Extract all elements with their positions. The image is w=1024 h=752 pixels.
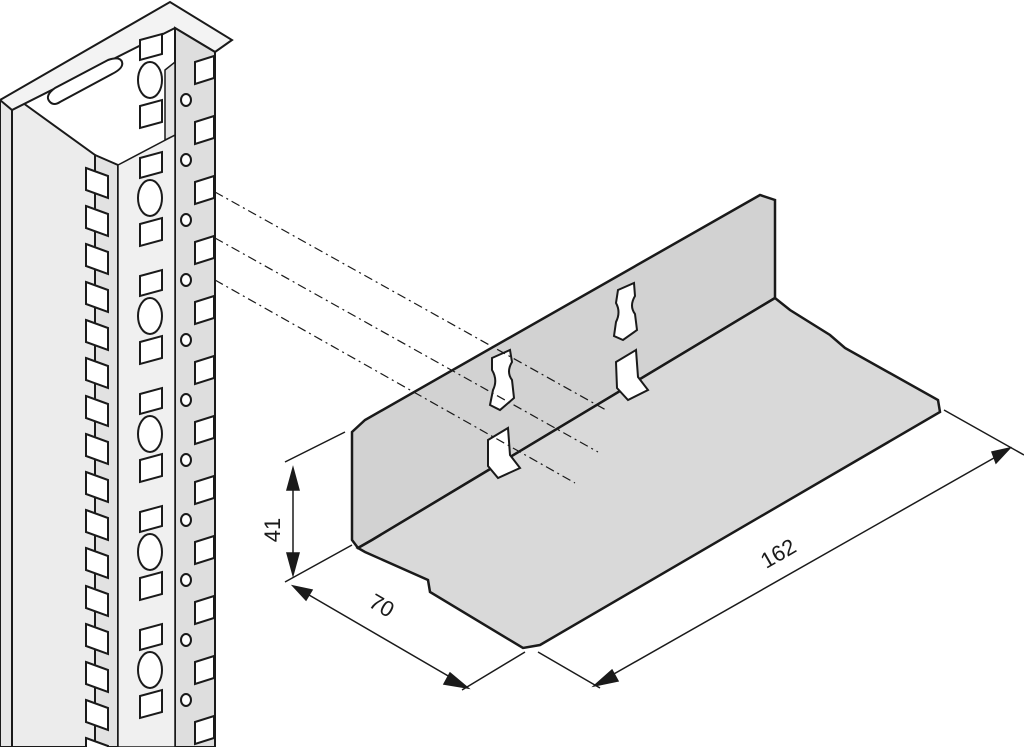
- rail-small-hole: [180, 93, 192, 107]
- rail-square-hole: [139, 570, 163, 602]
- rail-square-hole: [139, 386, 163, 416]
- rail-small-hole: [180, 213, 192, 227]
- rail-small-hole: [180, 393, 192, 407]
- rail-square-hole: [85, 204, 109, 238]
- rail-square-hole: [85, 584, 109, 618]
- height-extension-top: [284, 431, 346, 463]
- rail-round-hole: [137, 61, 163, 99]
- alignment-line-1: [214, 191, 607, 411]
- rail-round-hole: [137, 533, 163, 571]
- bracket-fold-line: [371, 297, 776, 541]
- height-extension-bottom: [284, 544, 353, 583]
- rail-square-hole: [194, 234, 215, 266]
- vertical-rail: [0, 0, 234, 752]
- notch-slot-lower-right: [614, 348, 650, 402]
- rail-hole-pattern: [85, 32, 215, 752]
- rail-square-hole: [194, 654, 215, 686]
- keyhole-slot-upper-left: [488, 348, 516, 412]
- rail-square-hole: [85, 660, 109, 694]
- rail-round-hole: [137, 179, 163, 217]
- rail-square-hole: [194, 174, 215, 206]
- depth-extension-right: [461, 651, 526, 691]
- height-arrow-top: [286, 465, 300, 491]
- length-arrow-left: [591, 668, 620, 688]
- rail-square-hole: [139, 268, 163, 298]
- rail-square-hole: [85, 318, 109, 352]
- rail-square-hole: [194, 414, 215, 446]
- alignment-line-3: [214, 279, 576, 484]
- length-dimension-line: [597, 449, 1009, 684]
- rail-small-hole: [180, 573, 192, 587]
- bracket-floor: [355, 296, 942, 650]
- rail-square-hole: [139, 504, 163, 534]
- rail-square-hole: [194, 714, 215, 746]
- rail-round-hole: [137, 651, 163, 689]
- length-arrow-right: [991, 446, 1013, 465]
- rail-square-hole: [85, 546, 109, 580]
- rail-round-hole: [137, 415, 163, 453]
- rail-small-hole: [180, 633, 192, 647]
- depth-arrow-left: [290, 584, 314, 602]
- rail-square-hole: [194, 354, 215, 386]
- rail-square-hole: [194, 594, 215, 626]
- rail-square-hole: [85, 242, 109, 276]
- rail-square-hole: [85, 622, 109, 656]
- rail-square-hole: [85, 356, 109, 390]
- rail-square-hole: [139, 216, 163, 248]
- rail-square-hole: [85, 470, 109, 504]
- height-arrow-bottom: [286, 552, 300, 578]
- rail-web-fold: [164, 60, 176, 142]
- depth-dimension-line: [296, 587, 463, 685]
- rail-square-hole: [139, 452, 163, 484]
- rail-square-hole: [85, 280, 109, 314]
- rail-square-hole: [139, 32, 163, 62]
- angle-bracket: [350, 193, 942, 650]
- rail-small-hole: [180, 453, 192, 467]
- rail-square-hole: [194, 114, 215, 146]
- rail-outer-face: [11, 93, 96, 748]
- dimension-annotations: [284, 409, 1024, 691]
- rail-square-hole: [194, 474, 215, 506]
- rail-elongated-slot: [46, 57, 124, 105]
- rail-square-hole: [139, 98, 163, 130]
- alignment-line-2: [214, 237, 599, 453]
- height-dimension-label: 41: [260, 518, 285, 542]
- length-extension-right: [943, 409, 1024, 456]
- alignment-lines: [214, 191, 607, 484]
- rail-square-hole: [139, 622, 163, 652]
- rail-small-hole: [180, 513, 192, 527]
- rail-square-hole: [85, 698, 109, 732]
- rail-square-hole: [139, 334, 163, 366]
- depth-dimension-label: 70: [365, 589, 399, 623]
- rail-small-hole: [180, 333, 192, 347]
- rail-square-hole: [139, 688, 163, 720]
- rail-square-hole: [85, 508, 109, 542]
- rail-square-hole: [194, 294, 215, 326]
- rail-square-hole: [194, 534, 215, 566]
- rail-small-hole: [180, 693, 192, 707]
- depth-arrow-right: [442, 671, 471, 690]
- length-extension-left: [537, 651, 601, 689]
- rail-square-hole: [85, 394, 109, 428]
- rail-square-hole: [85, 432, 109, 466]
- rail-square-hole: [139, 150, 163, 180]
- rail-round-hole: [137, 297, 163, 335]
- rail-small-hole: [180, 273, 192, 287]
- keyhole-slot-upper-right: [612, 281, 639, 342]
- rail-side-panel: [0, 93, 13, 748]
- rail-small-hole: [180, 153, 192, 167]
- notch-slot-lower-left: [487, 426, 522, 480]
- rail-square-hole: [194, 54, 215, 86]
- length-dimension-label: 162: [756, 533, 800, 573]
- rail-square-hole: [85, 166, 109, 200]
